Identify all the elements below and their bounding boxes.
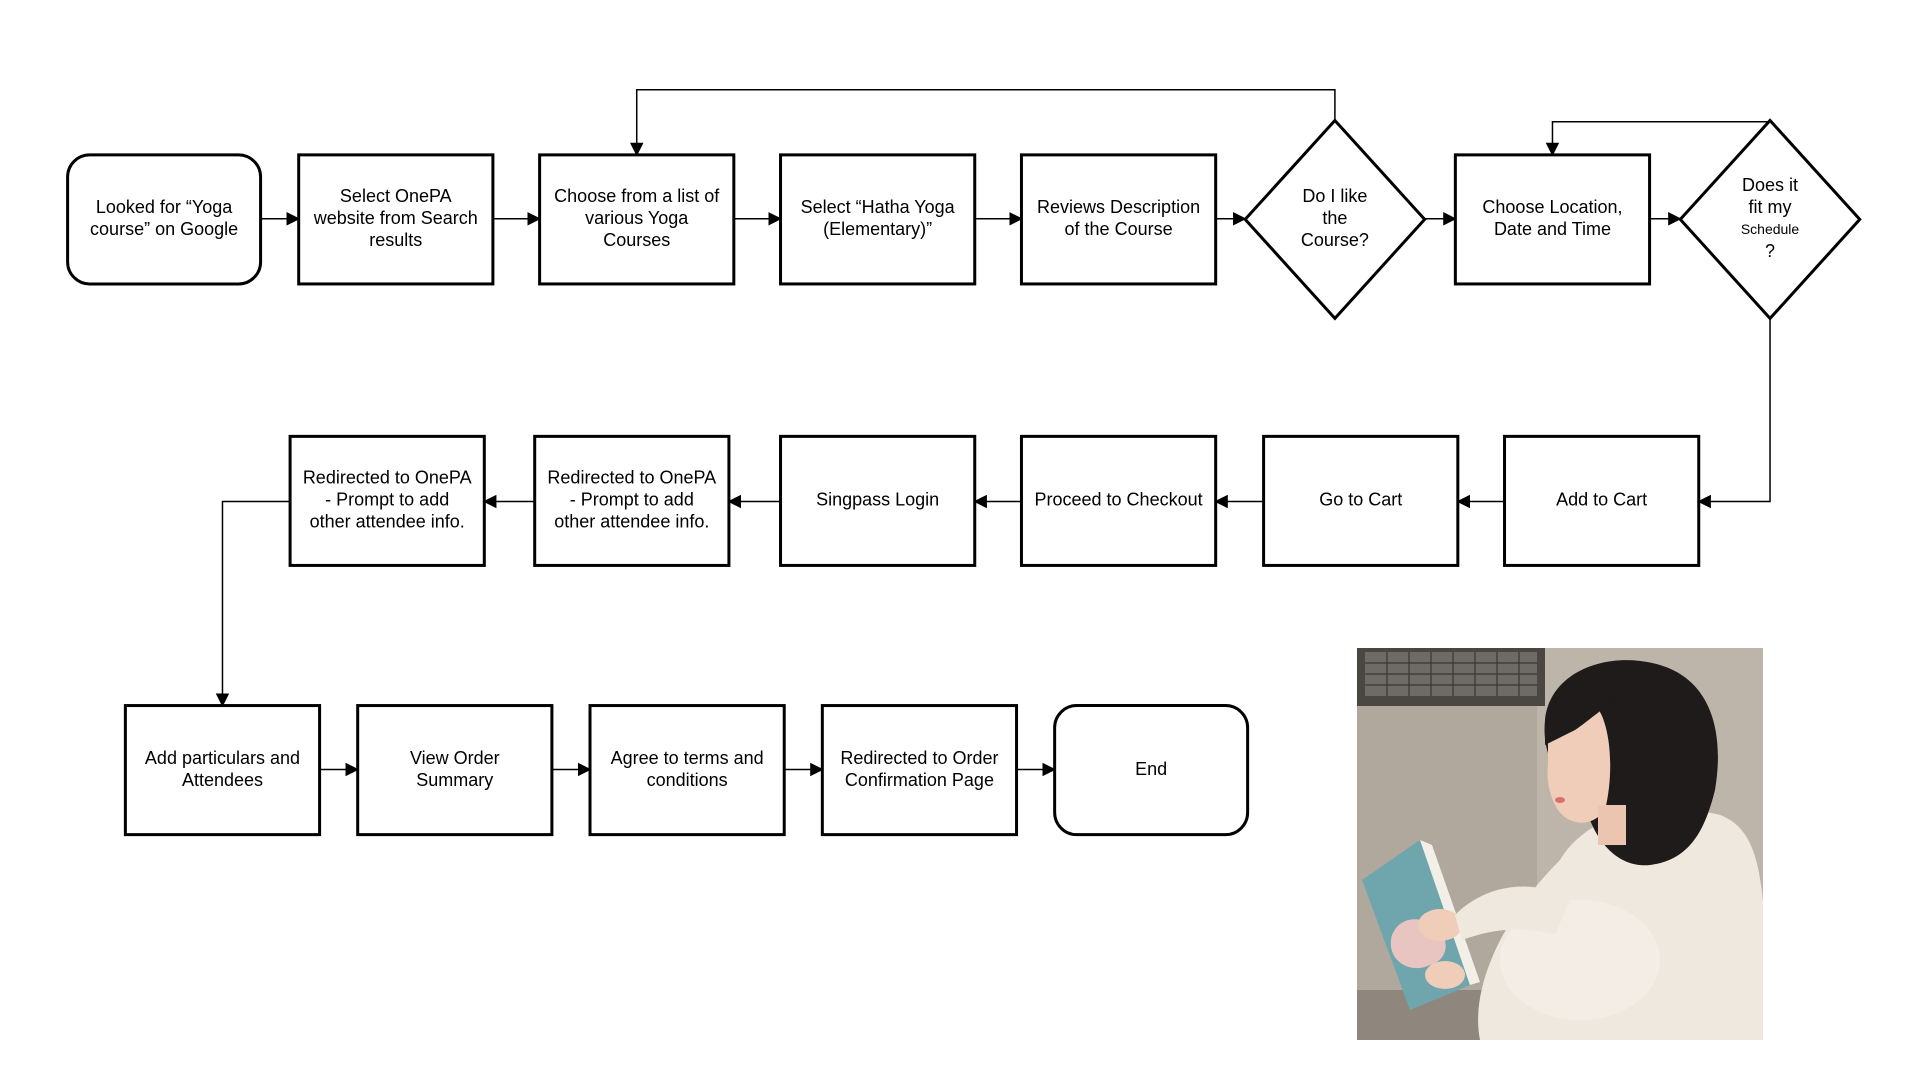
node-label: View Order bbox=[410, 748, 500, 768]
decision-diamond bbox=[1243, 118, 1427, 321]
node-label: conditions bbox=[647, 770, 728, 790]
process-box bbox=[1453, 153, 1652, 286]
photo-hair-fringe bbox=[1545, 696, 1620, 745]
node-label: Choose Location, bbox=[1482, 197, 1622, 217]
node-label: Add particulars and bbox=[145, 748, 300, 768]
process-box bbox=[288, 434, 486, 567]
photo-lips bbox=[1555, 797, 1565, 803]
node-label: of the Course bbox=[1065, 219, 1173, 239]
node-label: Agree to terms and bbox=[611, 748, 764, 768]
node-n12: Singpass Login bbox=[779, 434, 977, 567]
process-box bbox=[588, 704, 786, 837]
process-box bbox=[779, 153, 977, 286]
node-label: Confirmation Page bbox=[845, 770, 994, 790]
node-label: course” on Google bbox=[90, 219, 238, 239]
node-label: ? bbox=[1765, 241, 1775, 261]
process-box bbox=[123, 704, 322, 837]
process-box bbox=[1019, 434, 1218, 567]
photo-hand-left bbox=[1418, 909, 1462, 941]
node-label: Attendees bbox=[182, 770, 263, 790]
process-box bbox=[1262, 434, 1460, 567]
photo-neck bbox=[1598, 805, 1626, 845]
node-label: Singpass Login bbox=[816, 490, 939, 510]
node-label: Select OnePA bbox=[340, 186, 452, 206]
process-box bbox=[356, 704, 554, 837]
node-label: Add to Cart bbox=[1556, 490, 1647, 510]
node-n14: Redirected to OnePA- Prompt to addother … bbox=[288, 434, 486, 567]
process-box bbox=[779, 434, 977, 567]
node-label: Course? bbox=[1301, 230, 1369, 250]
terminal-box bbox=[1053, 704, 1250, 837]
photo-hand-right bbox=[1425, 961, 1465, 989]
node-n11: Proceed to Checkout bbox=[1019, 434, 1218, 567]
node-label: Do I like bbox=[1302, 186, 1367, 206]
node-label: Go to Cart bbox=[1319, 490, 1402, 510]
node-n9: Add to Cart bbox=[1503, 434, 1701, 567]
edge-n8-n9 bbox=[1697, 318, 1771, 509]
node-label: other attendee info. bbox=[310, 512, 465, 532]
process-box bbox=[533, 434, 731, 567]
node-label: Date and Time bbox=[1494, 219, 1611, 239]
node-label: - Prompt to add bbox=[570, 490, 694, 510]
node-label: Select “Hatha Yoga bbox=[801, 197, 956, 217]
node-label: Schedule bbox=[1741, 221, 1800, 237]
node-label: - Prompt to add bbox=[325, 490, 449, 510]
process-box bbox=[297, 153, 495, 286]
node-label: Courses bbox=[603, 230, 670, 250]
node-label: Redirected to Order bbox=[840, 748, 998, 768]
node-label: (Elementary)” bbox=[823, 219, 932, 239]
decision-diamond bbox=[1678, 118, 1862, 321]
node-label: Summary bbox=[416, 770, 493, 790]
node-n4: Select “Hatha Yoga(Elementary)” bbox=[779, 153, 977, 286]
edges-layer bbox=[215, 88, 1771, 777]
node-label: the bbox=[1322, 208, 1347, 228]
edge-n6-n3 bbox=[629, 88, 1336, 157]
node-label: Choose from a list of bbox=[554, 186, 720, 206]
node-label: website from Search bbox=[313, 208, 478, 228]
node-n13: Redirected to OnePA- Prompt to addother … bbox=[533, 434, 731, 567]
process-box bbox=[1019, 153, 1218, 286]
node-label: Redirected to OnePA bbox=[547, 468, 716, 488]
woman-reading-book-photo bbox=[1357, 648, 1763, 1040]
node-label: other attendee info. bbox=[554, 512, 709, 532]
node-n7: Choose Location,Date and Time bbox=[1453, 153, 1652, 286]
photo-arm bbox=[1455, 886, 1570, 940]
terminal-box bbox=[66, 153, 263, 286]
process-box bbox=[1503, 434, 1701, 567]
edge-n8-n7 bbox=[1545, 120, 1771, 157]
process-box bbox=[820, 704, 1019, 837]
node-label: Redirected to OnePA bbox=[303, 468, 472, 488]
node-label: Does it bbox=[1742, 175, 1798, 195]
node-label: Looked for “Yoga bbox=[96, 197, 233, 217]
node-label: End bbox=[1135, 759, 1167, 779]
node-label: results bbox=[369, 230, 422, 250]
edge-n14-n15 bbox=[215, 500, 291, 707]
node-label: Reviews Description bbox=[1037, 197, 1200, 217]
node-n19: End bbox=[1053, 704, 1250, 837]
node-n10: Go to Cart bbox=[1262, 434, 1460, 567]
node-label: fit my bbox=[1749, 197, 1792, 217]
node-label: various Yoga bbox=[585, 208, 689, 228]
node-label: Proceed to Checkout bbox=[1035, 490, 1203, 510]
photo-window-lines bbox=[1365, 652, 1537, 696]
process-box bbox=[538, 153, 736, 286]
